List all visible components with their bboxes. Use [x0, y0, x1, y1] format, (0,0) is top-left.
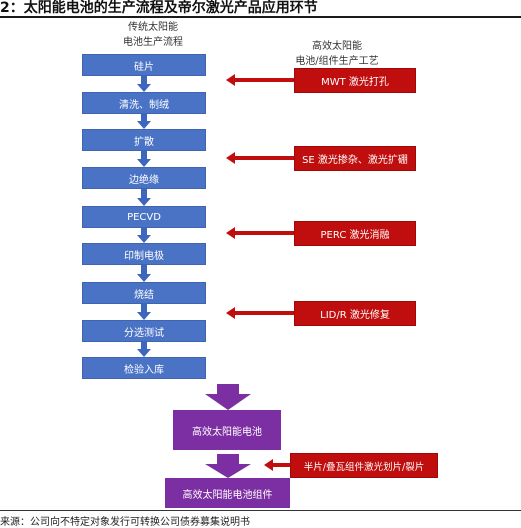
left-arrow-icon: [226, 152, 294, 164]
down-arrow-icon: [205, 384, 251, 410]
down-arrow-icon: [137, 228, 151, 243]
down-arrow-icon: [137, 189, 151, 206]
down-arrow-icon: [137, 114, 151, 129]
laser-mwt-drilling: MWT 激光打孔: [294, 68, 416, 93]
left-header-line-2: 电池生产流程: [123, 37, 183, 48]
left-arrow-icon: [226, 307, 294, 319]
high-efficiency-cell-box: 高效太阳能电池: [173, 410, 281, 450]
step-pecvd: PECVD: [82, 206, 206, 228]
left-arrow-icon: [264, 459, 290, 471]
down-arrow-icon: [137, 76, 151, 92]
right-header-line-1: 高效太阳能: [312, 41, 362, 52]
down-arrow-icon: [137, 304, 151, 320]
step-inspection-storage: 检验入库: [82, 357, 206, 379]
title-underline: [0, 16, 521, 18]
high-efficiency-process-header: 高效太阳能 电池/组件生产工艺: [272, 39, 402, 69]
step-sorting-testing: 分选测试: [82, 320, 206, 342]
right-header-line-2: 电池/组件生产工艺: [295, 56, 379, 67]
laser-half-cell-scribing: 半片/叠瓦组件激光划片/裂片: [290, 453, 438, 478]
laser-lid-repair: LID/R 激光修复: [294, 301, 416, 326]
left-arrow-icon: [226, 74, 294, 86]
left-arrow-icon: [226, 227, 294, 239]
step-electrode-printing: 印制电极: [82, 243, 206, 265]
down-arrow-icon: [205, 454, 251, 478]
step-sintering: 烧结: [82, 282, 206, 304]
traditional-process-header: 传统太阳能 电池生产流程: [98, 20, 208, 50]
left-header-line-1: 传统太阳能: [128, 22, 178, 33]
step-cleaning-texturing: 清洗、制绒: [82, 92, 206, 114]
down-arrow-icon: [137, 265, 151, 282]
bottom-divider: [0, 510, 521, 511]
laser-perc-ablation: PERC 激光消融: [294, 221, 416, 246]
high-efficiency-module-box: 高效太阳能电池组件: [165, 478, 290, 508]
down-arrow-icon: [137, 151, 151, 167]
laser-se-doping: SE 激光掺杂、激光扩硼: [294, 146, 416, 171]
step-wafer: 硅片: [82, 54, 206, 76]
step-diffusion: 扩散: [82, 129, 206, 151]
down-arrow-icon: [137, 342, 151, 357]
step-edge-isolation: 边绝缘: [82, 167, 206, 189]
source-note: 来源：公司向不特定对象发行可转换公司债券募集说明书: [0, 517, 250, 528]
figure-title: 2：太阳能电池的生产流程及帝尔激光产品应用环节: [0, 0, 318, 16]
